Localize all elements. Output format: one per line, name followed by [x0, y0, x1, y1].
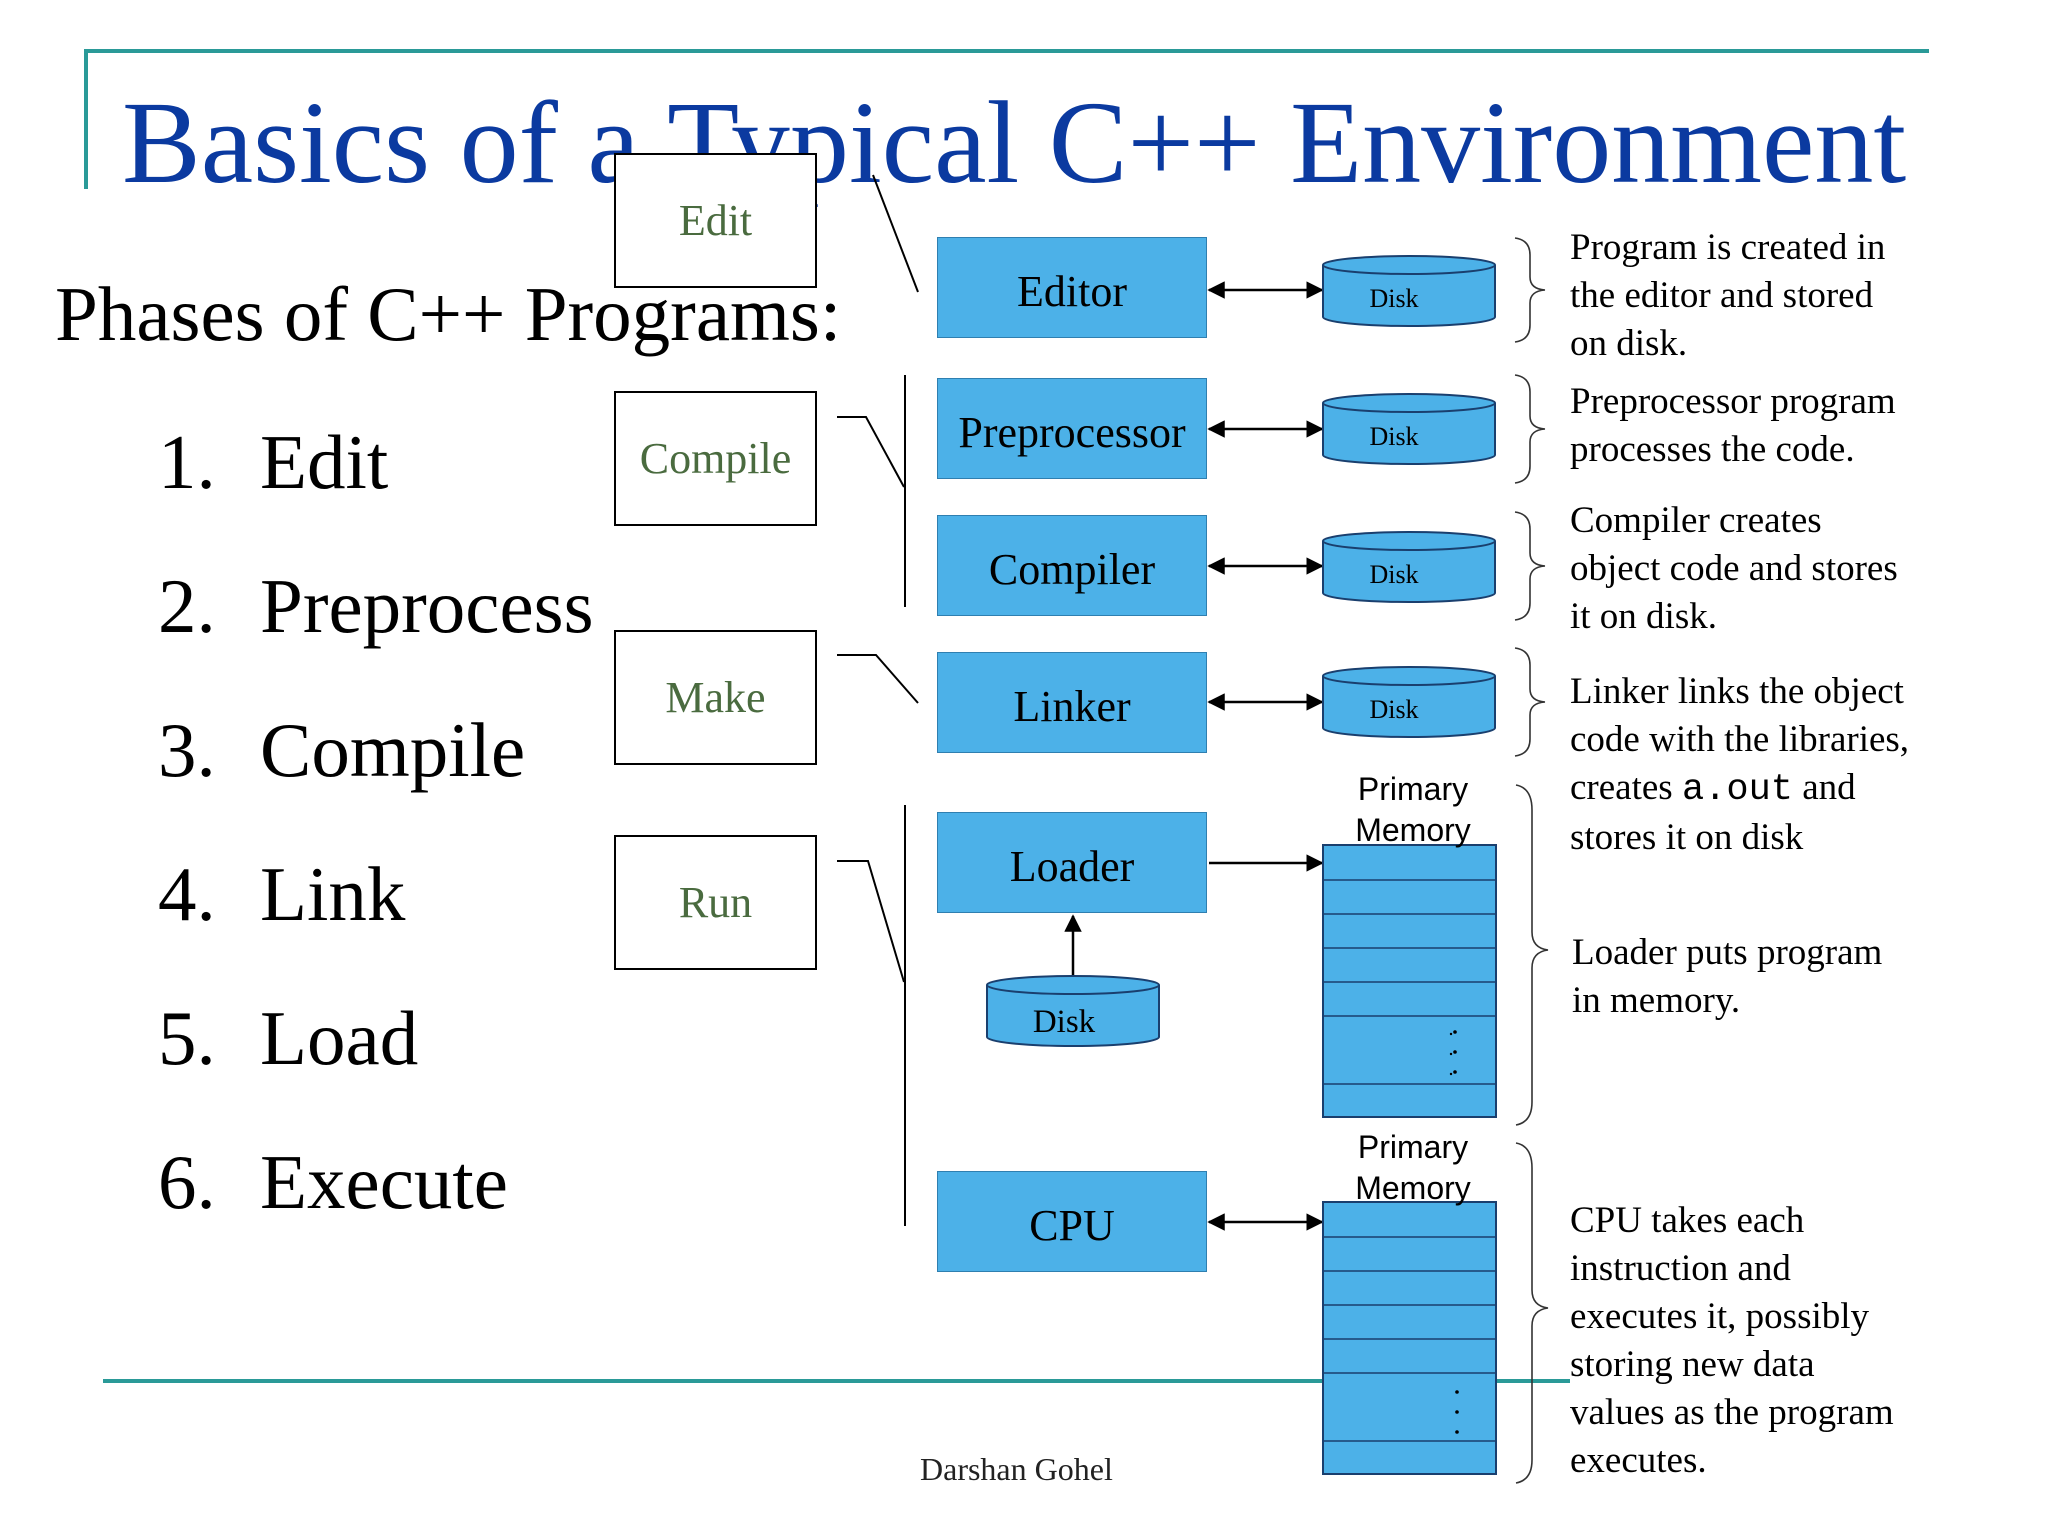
make-connector — [837, 654, 919, 704]
phase-run: Run — [614, 835, 817, 970]
description-text: creates — [1570, 767, 1682, 808]
description-line: processes the code. — [1570, 429, 1855, 470]
description-line: values as the program — [1570, 1392, 1894, 1433]
list-item-number: 6. — [158, 1139, 216, 1225]
description-line: Preprocessor program — [1570, 381, 1896, 422]
description-line: Linker links the object — [1570, 671, 1904, 712]
compile-connector — [837, 416, 905, 488]
stage-preprocessor: Preprocessor — [937, 378, 1207, 479]
disk-icon — [1322, 531, 1496, 603]
list-item-number: 3. — [158, 707, 216, 793]
bottom-rule — [103, 1379, 1570, 1383]
stage-loader: Loader — [937, 812, 1207, 913]
memory-label-line: Primary — [1357, 771, 1469, 807]
phase-compile: Compile — [614, 391, 817, 526]
description-line: executes it, possibly — [1570, 1296, 1870, 1337]
footer-author: Darshan Gohel — [920, 1451, 1113, 1487]
slide-title: Basics of a Typical C++ Environment — [122, 77, 1907, 208]
disk-icon — [1322, 255, 1496, 327]
code-text: a.out — [1681, 769, 1793, 811]
memory-label: Primary Memory — [1323, 769, 1503, 851]
linker-description: Linker links the object code with the li… — [1570, 668, 1909, 862]
description-line: Loader puts program — [1572, 932, 1883, 973]
description-text: and — [1792, 767, 1856, 808]
editor-description: Program is created in the editor and sto… — [1570, 224, 1885, 368]
description-line: Compiler creates — [1570, 500, 1822, 541]
description-line: creates a.out and — [1570, 764, 1909, 814]
list-item-number: 5. — [158, 995, 216, 1081]
phase-make: Make — [614, 630, 817, 765]
list-item: 3. Compile — [158, 704, 525, 796]
disk-label: Disk — [1369, 560, 1418, 589]
phase-connectors — [837, 174, 919, 1226]
memory-label-line: Primary — [1357, 1129, 1469, 1165]
stage-editor: Editor — [937, 237, 1207, 338]
memory-label-line: Memory — [1355, 1169, 1471, 1206]
description-line: stores it on disk — [1570, 817, 1804, 858]
list-item-label: Execute — [260, 1139, 508, 1225]
phase-edit: Edit — [614, 153, 817, 288]
list-item: 6. Execute — [158, 1136, 508, 1228]
disk-icon — [986, 975, 1160, 1047]
edit-connector — [872, 174, 919, 293]
stage-cpu: CPU — [937, 1171, 1207, 1272]
list-item-label: Load — [260, 995, 419, 1081]
description-line: code with the libraries, — [1570, 719, 1910, 760]
run-connector — [837, 860, 905, 983]
disk-label: Disk — [1369, 284, 1418, 313]
cpu-description: CPU takes each instruction and executes … — [1570, 1197, 1894, 1485]
memory-label-line: Memory — [1355, 811, 1471, 848]
description-line: the editor and stored — [1570, 275, 1874, 316]
disk-icon — [1322, 666, 1496, 738]
top-rule — [84, 49, 1929, 53]
description-line: instruction and — [1570, 1248, 1791, 1289]
memory-label: Primary Memory — [1323, 1127, 1503, 1209]
left-rule — [84, 49, 88, 189]
description-line: in memory. — [1572, 980, 1741, 1021]
primary-memory-stack — [1322, 844, 1497, 1118]
loader-description: Loader puts program in memory. — [1572, 929, 1882, 1025]
preprocessor-description: Preprocessor program processes the code. — [1570, 378, 1896, 474]
description-line: CPU takes each — [1570, 1200, 1805, 1241]
description-line: Program is created in — [1570, 227, 1886, 268]
disk-label: Disk — [1369, 695, 1418, 724]
list-item: 1. Edit — [158, 416, 388, 508]
description-line: it on disk. — [1570, 596, 1717, 637]
list-item: 4. Link — [158, 848, 405, 940]
list-item-number: 2. — [158, 563, 216, 649]
primary-memory-stack — [1322, 1201, 1497, 1475]
stage-compiler: Compiler — [937, 515, 1207, 616]
list-item: 2. Preprocess — [158, 560, 594, 652]
compiler-description: Compiler creates object code and stores … — [1570, 497, 1898, 641]
description-line: object code and stores — [1570, 548, 1898, 589]
list-item-number: 1. — [158, 419, 216, 505]
list-item-label: Compile — [260, 707, 526, 793]
list-item-label: Link — [260, 851, 406, 937]
brace-icon — [1514, 237, 1549, 1484]
disk-label: Disk — [1369, 422, 1418, 451]
list-item: 5. Load — [158, 992, 418, 1084]
stage-linker: Linker — [937, 652, 1207, 753]
description-line: executes. — [1570, 1440, 1707, 1481]
list-item-label: Edit — [260, 419, 389, 505]
disk-label: Disk — [1033, 1004, 1096, 1040]
list-item-number: 4. — [158, 851, 216, 937]
list-item-label: Preprocess — [260, 563, 594, 649]
description-line: on disk. — [1570, 323, 1688, 364]
disk-icon — [1322, 393, 1496, 465]
arrows — [1064, 281, 1324, 1231]
description-line: storing new data — [1570, 1344, 1815, 1385]
